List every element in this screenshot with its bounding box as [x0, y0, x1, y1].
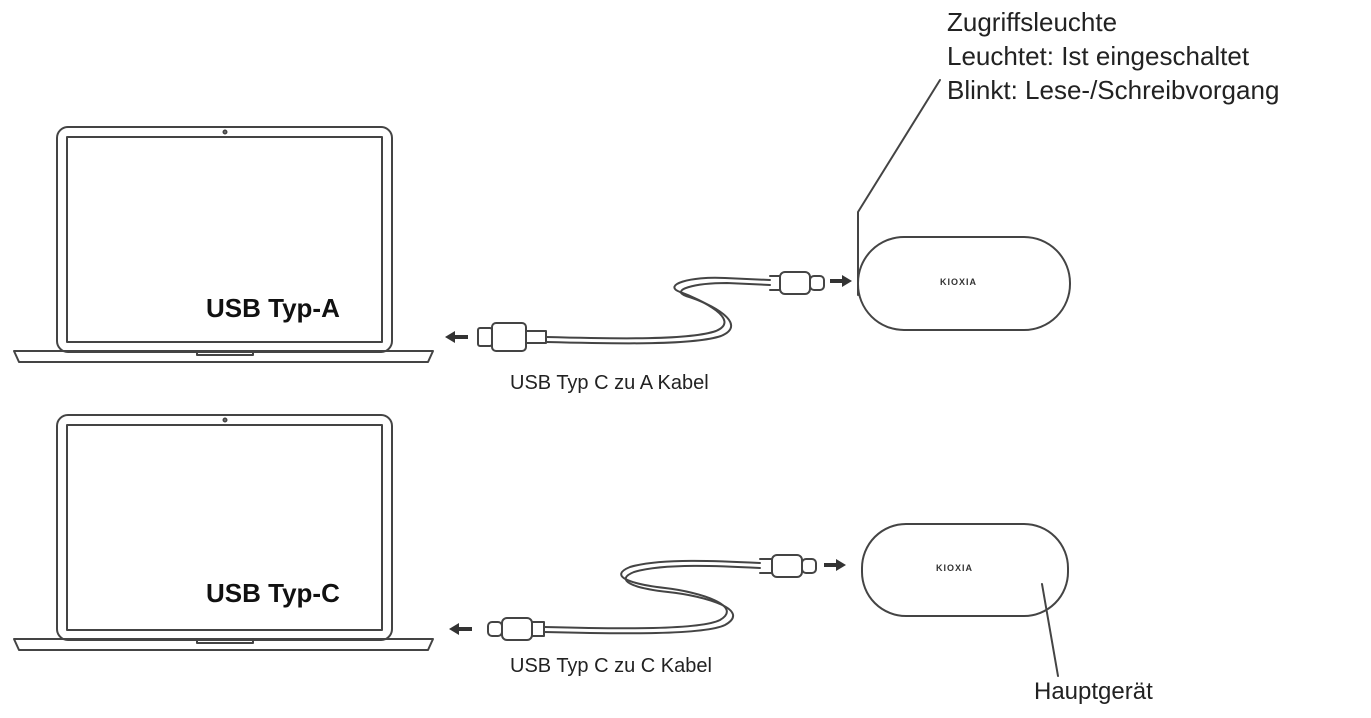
- usb-a-plug-icon: [477, 322, 547, 352]
- callout-leader-line: [857, 79, 941, 296]
- main-unit-label: Hauptgerät: [1034, 678, 1153, 705]
- arrow-right-icon: [824, 559, 846, 571]
- cable-label-c-to-c: USB Typ C zu C Kabel: [510, 655, 712, 677]
- usb-c-plug-icon: [759, 554, 817, 578]
- arrow-right-icon: [830, 275, 852, 287]
- usb-c-plug-icon: [487, 617, 545, 641]
- arrow-left-icon: [445, 331, 468, 343]
- port-label-usb-a: USB Typ-A: [206, 293, 340, 323]
- usb-c-to-c-cable: [487, 554, 817, 641]
- main-unit-leader-line: [1041, 583, 1059, 677]
- access-light-blink-text: Blinkt: Lese-/Schreibvorgang: [947, 75, 1280, 105]
- laptop-icon: [13, 126, 434, 363]
- usb-c-to-a-cable: [477, 271, 825, 352]
- laptop-icon: [13, 414, 434, 651]
- usb-c-plug-icon: [769, 271, 825, 295]
- access-light-title: Zugriffsleuchte: [947, 7, 1118, 37]
- hard-drive-icon: [861, 523, 1069, 617]
- access-light-on-text: Leuchtet: Ist eingeschaltet: [947, 41, 1250, 71]
- drive-logo: KIOXIA: [936, 563, 974, 573]
- arrow-left-icon: [449, 623, 472, 635]
- cable-label-c-to-a: USB Typ C zu A Kabel: [510, 372, 709, 394]
- drive-logo: KIOXIA: [940, 277, 978, 287]
- port-label-usb-c: USB Typ-C: [206, 578, 340, 608]
